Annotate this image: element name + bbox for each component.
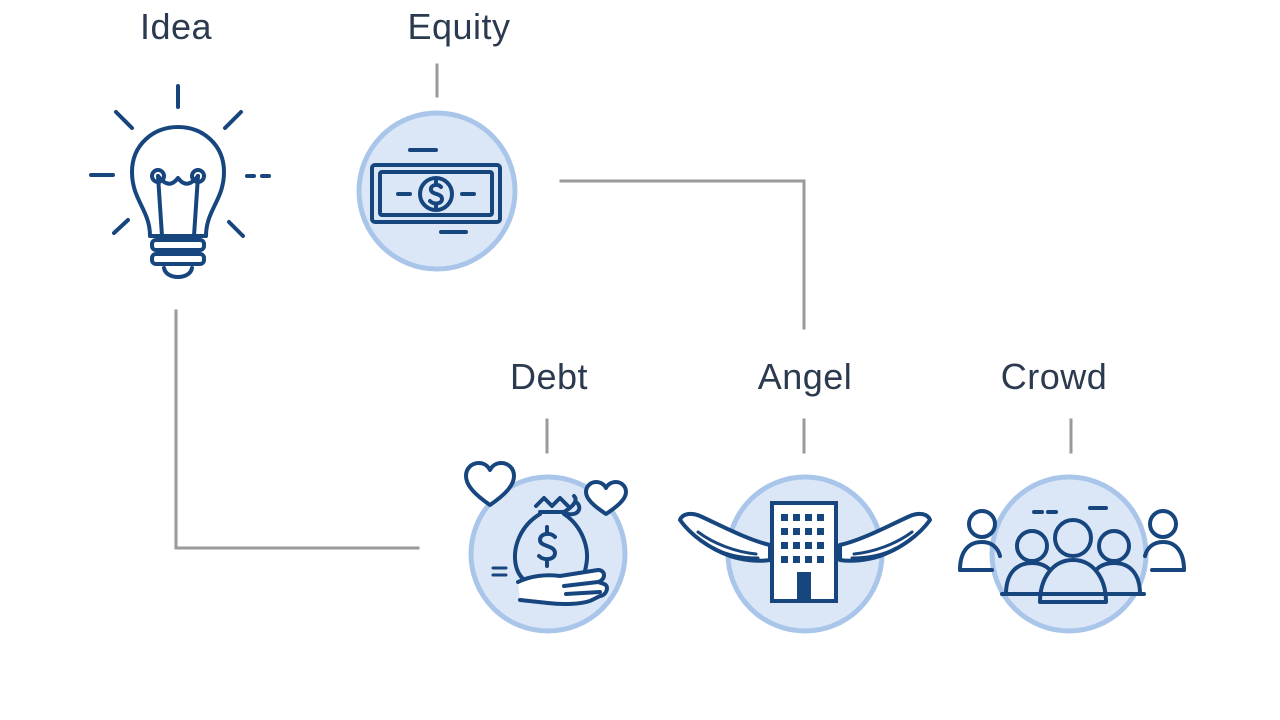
connector-idea-to-debt (174, 309, 420, 550)
banknote-icon (356, 110, 518, 272)
money-bag-hand-icon (464, 461, 628, 634)
node-label-idea: Idea (139, 6, 213, 47)
node-label-crowd: Crowd (1000, 356, 1108, 397)
connector-equity-to-angel (559, 179, 806, 330)
node-label-equity: Equity (407, 6, 511, 47)
people-group-icon (958, 474, 1186, 634)
winged-building-icon (678, 474, 932, 634)
node-label-angel: Angel (757, 356, 853, 397)
node-label-debt: Debt (509, 356, 589, 397)
lightbulb-icon (89, 84, 271, 279)
connectors (174, 63, 1073, 550)
